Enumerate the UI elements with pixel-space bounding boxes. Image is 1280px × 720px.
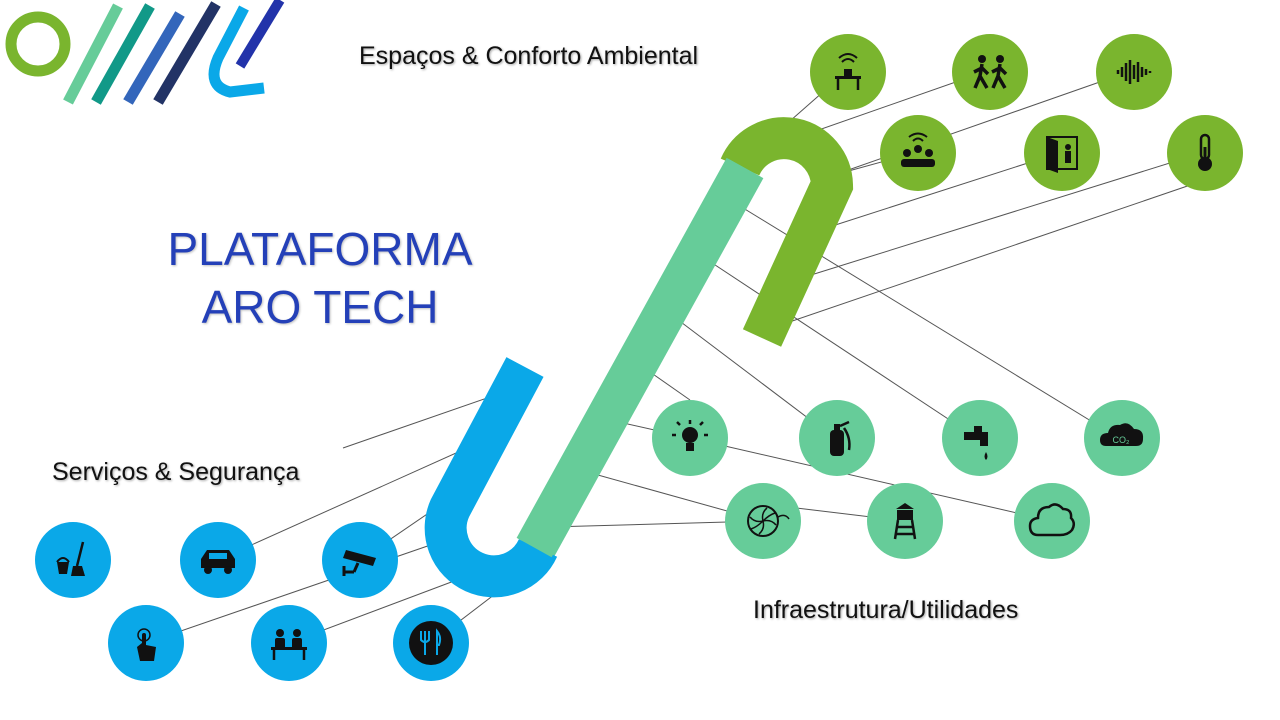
- aro-tech-shape: [424, 117, 854, 598]
- restaurant-icon[interactable]: [393, 605, 469, 681]
- desk-sensor-icon[interactable]: [810, 34, 886, 110]
- meeting-sensor-icon[interactable]: [880, 115, 956, 191]
- water-tap-icon[interactable]: [942, 400, 1018, 476]
- title-line-1: PLATAFORMA: [167, 223, 473, 275]
- servicos-icons: [35, 522, 469, 681]
- title-line-2: ARO TECH: [201, 281, 439, 333]
- cloud-icon[interactable]: [1014, 483, 1090, 559]
- meeting-people-icon[interactable]: [251, 605, 327, 681]
- company-logo: [5, 0, 285, 105]
- car-icon[interactable]: [180, 522, 256, 598]
- lightbulb-icon[interactable]: [652, 400, 728, 476]
- security-camera-icon[interactable]: [322, 522, 398, 598]
- sound-wave-icon[interactable]: [1096, 34, 1172, 110]
- people-walking-icon[interactable]: [952, 34, 1028, 110]
- espacos-icons: [810, 34, 1243, 191]
- section-infra-label: Infraestrutura/Utilidades: [753, 596, 1019, 624]
- section-espacos-label: Espaços & Conforto Ambiental: [359, 42, 699, 70]
- water-tower-icon[interactable]: [867, 483, 943, 559]
- fan-icon[interactable]: [725, 483, 801, 559]
- section-servicos-label: Serviços & Segurança: [52, 458, 300, 486]
- door-icon[interactable]: [1024, 115, 1100, 191]
- co2-cloud-icon[interactable]: CO₂: [1084, 400, 1160, 476]
- svg-text:CO₂: CO₂: [1113, 435, 1131, 445]
- thermometer-icon[interactable]: [1167, 115, 1243, 191]
- page-title: PLATAFORMA ARO TECH: [150, 220, 490, 336]
- fire-extinguisher-icon[interactable]: [799, 400, 875, 476]
- cleaning-icon[interactable]: [35, 522, 111, 598]
- infra-icons: CO₂: [652, 400, 1160, 559]
- touch-icon[interactable]: [108, 605, 184, 681]
